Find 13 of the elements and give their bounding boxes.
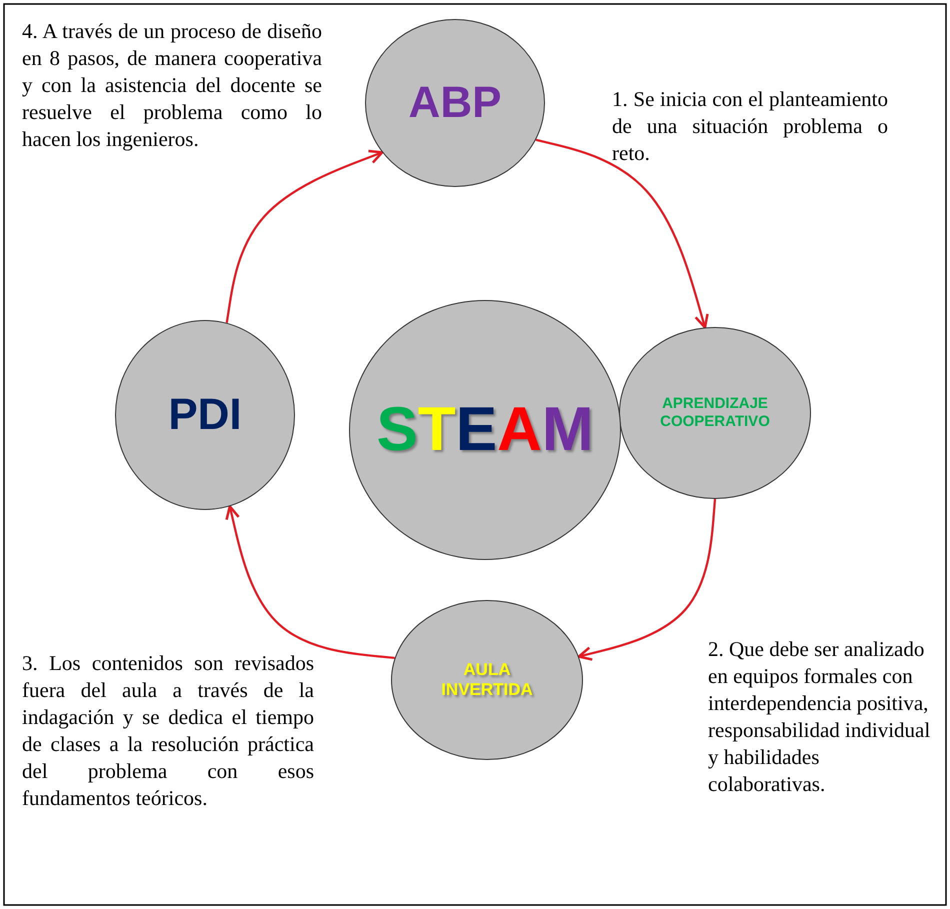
curved-arrow	[226, 150, 384, 323]
node-label: APRENDIZAJE COOPERATIVO	[659, 395, 771, 431]
curved-arrow	[578, 498, 716, 661]
step-description: 4. A través de un proceso de diseño en 8 pasos, de manera cooperativa y con la asistencia del docente se resuelve el problema como lo hacen los ingenieros.	[22, 18, 322, 153]
curved-arrow	[225, 505, 395, 660]
step-description: 3. Los contenidos son revisados fuera del aula a través de la indagación y se dedica el tiempo de clases a la resolución práctica del problema con esos fundamentos teóricos.	[22, 650, 314, 812]
step-description: 1. Se inicia con el planteamiento de una situación problema o reto.	[612, 86, 888, 167]
node-label: AULA INVERTIDA	[440, 660, 534, 700]
step-description: 2. Que debe ser analizado en equipos formales con interdependencia positiva, responsabilidad individual y habilidades colaborativas.	[708, 636, 932, 798]
node-label: ABP	[408, 76, 502, 129]
node-label: PDI	[168, 388, 242, 441]
node-label: STEAM	[376, 394, 594, 466]
curved-arrow	[536, 138, 709, 329]
